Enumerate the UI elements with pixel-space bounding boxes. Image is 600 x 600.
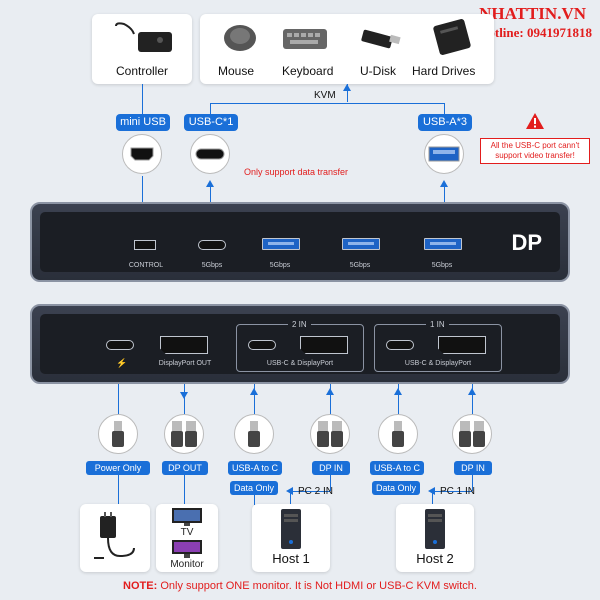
usb-c-cable-icon: [392, 421, 404, 447]
power-only-tag: Power Only: [86, 461, 150, 475]
usb-cable-1-zoom: [378, 414, 418, 454]
bottom-note: NOTE: Only support ONE monitor. It is No…: [0, 580, 600, 592]
data-only-1-tag: Data Only: [372, 481, 420, 495]
usb-a-port-3: [424, 238, 462, 250]
usb-a-port-zoom: [424, 134, 464, 174]
dp-cable-icon: [317, 421, 343, 447]
controller-icon: [115, 22, 172, 52]
pc2-in-label: PC 2 IN: [298, 486, 334, 497]
dp-in-2-tag: DP IN: [312, 461, 350, 475]
input-2-title: 2 IN: [288, 320, 311, 329]
input-2-usb-c-port: [248, 340, 276, 350]
dp-in-1-tag: DP IN: [454, 461, 492, 475]
dp-out-cable-zoom: [164, 414, 204, 454]
keyboard-icon: [283, 29, 327, 49]
power-adapter-card: [80, 504, 150, 572]
hotline-watermark: Hotline: 0941971818: [478, 25, 592, 40]
usb-c-port-icon: [195, 148, 225, 160]
tv-icon: [172, 508, 202, 526]
displayport-out-label: DisplayPort OUT: [158, 360, 212, 367]
kvm-front-panel: CONTROL 5Gbps 5Gbps 5Gbps 5Gbps DP: [30, 202, 570, 282]
controller-label: Controller: [115, 64, 169, 78]
mouse-label: Mouse: [218, 64, 255, 78]
display-card: TV Monitor: [156, 504, 218, 572]
mini-usb-port: [134, 240, 156, 250]
warning-icon: [526, 113, 544, 129]
usba-to-c-1-tag: USB-A to C: [370, 461, 424, 475]
input-2-subtitle: USB-C & DisplayPort: [266, 360, 334, 367]
peripherals-card: Mouse Keyboard U-Disk Hard Drives: [200, 14, 494, 84]
usb-c-cable-icon: [248, 421, 260, 447]
usb-c-port: [198, 240, 226, 250]
dp-cable-icon: [459, 421, 485, 447]
usb-c-speed-label: 5Gbps: [201, 262, 223, 269]
input-1-dp-port: [438, 336, 486, 354]
usb-a-1-speed-label: 5Gbps: [269, 262, 291, 269]
usb-a-port-2: [342, 238, 380, 250]
data-transfer-note: Only support data transfer: [244, 167, 349, 177]
keyboard-label: Keyboard: [282, 64, 334, 78]
usb-a-tag: USB-A*3: [418, 114, 472, 131]
warning-message: All the USB-C port cann't support video …: [480, 138, 590, 164]
u-disk-label: U-Disk: [360, 64, 396, 78]
usb-c-port-zoom: [190, 134, 230, 174]
input-1-title: 1 IN: [426, 320, 449, 329]
dp-out-tag: DP OUT: [162, 461, 208, 475]
displayport-out-port: [160, 336, 208, 354]
power-icon: ⚡: [116, 358, 128, 368]
monitor-icon: [172, 540, 202, 558]
note-text: Only support ONE monitor. It is Not HDMI…: [157, 580, 477, 592]
host-1-label: Host 1: [272, 551, 310, 566]
mini-usb-tag: mini USB: [116, 114, 170, 131]
power-adapter-icon: [94, 512, 135, 559]
dp-in-1-cable-zoom: [452, 414, 492, 454]
input-1-subtitle: USB-C & DisplayPort: [404, 360, 472, 367]
input-1-usb-c-port: [386, 340, 414, 350]
usba-to-c-2-tag: USB-A to C: [228, 461, 282, 475]
usb-c-tag: USB-C*1: [184, 114, 238, 131]
data-only-2-tag: Data Only: [230, 481, 278, 495]
pc-tower-icon: [281, 509, 301, 549]
kvm-label: KVM: [314, 90, 336, 101]
usb-a-2-speed-label: 5Gbps: [349, 262, 371, 269]
host-2-card: Host 2: [396, 504, 474, 572]
pc1-in-label: PC 1 IN: [440, 486, 476, 497]
power-usb-c-port: [106, 340, 134, 350]
monitor-label: Monitor: [170, 559, 204, 570]
usb-cable-2-zoom: [234, 414, 274, 454]
dp-brand-label: DP: [511, 230, 542, 255]
usb-c-cable-icon: [112, 421, 124, 447]
hard-drives-label: Hard Drives: [412, 64, 476, 78]
kvm-back-panel: ⚡ DisplayPort OUT 2 IN USB-C & DisplayPo…: [30, 304, 570, 384]
mini-usb-port-zoom: [122, 134, 162, 174]
input-2-dp-port: [300, 336, 348, 354]
usb-a-3-speed-label: 5Gbps: [431, 262, 453, 269]
power-cable-zoom: [98, 414, 138, 454]
mouse-icon: [224, 25, 256, 51]
hard-drive-icon: [433, 19, 471, 55]
mini-usb-port-icon: [130, 147, 154, 161]
tv-label: TV: [180, 527, 194, 538]
usb-a-port-icon: [428, 146, 460, 162]
usb-a-port-1: [262, 238, 300, 250]
pc-tower-icon: [425, 509, 445, 549]
dp-in-2-cable-zoom: [310, 414, 350, 454]
host-1-card: Host 1: [252, 504, 330, 572]
u-disk-icon: [361, 29, 401, 49]
host-2-label: Host 2: [416, 551, 454, 566]
note-prefix: NOTE:: [123, 580, 158, 592]
dp-cable-icon: [171, 421, 197, 447]
brand-watermark: NHATTIN.VN: [479, 4, 586, 23]
controller-card: Controller: [92, 14, 192, 84]
control-port-label: CONTROL: [128, 262, 164, 269]
